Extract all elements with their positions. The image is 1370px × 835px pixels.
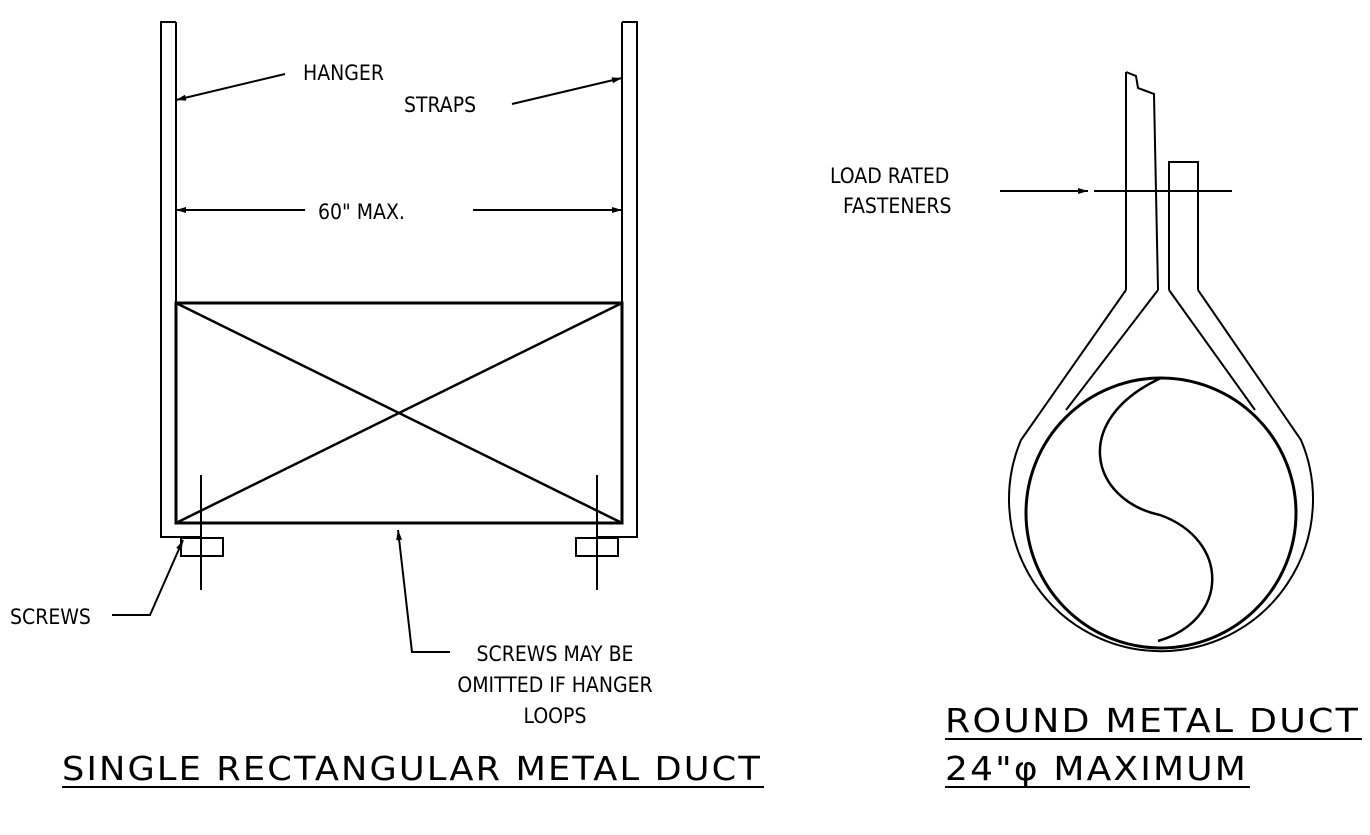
rectangular-duct-detail — [62, 21, 764, 788]
rect-detail-title: SINGLE RECTANGULAR METAL DUCT — [62, 749, 762, 788]
screws-leader — [112, 539, 184, 616]
note-line-3: LOOPS — [524, 704, 587, 728]
round-duct — [1024, 376, 1298, 650]
hanger-loop-outer — [1008, 289, 1314, 653]
round-detail-title-line-2: 24"φ MAXIMUM — [945, 749, 1248, 788]
hanger-loop-inner — [1065, 289, 1256, 411]
fasteners-label: FASTENERS — [843, 194, 952, 218]
note-line-1: SCREWS MAY BE — [477, 642, 634, 666]
duct-seam — [1098, 376, 1214, 643]
straps-leader-right — [511, 77, 623, 105]
rectangular-duct-labels: HANGER STRAPS 60" MAX. SCREWS SCREWS MAY… — [10, 61, 762, 788]
load-rated-label: LOAD RATED — [830, 164, 949, 188]
right-hanger-strap — [597, 21, 638, 538]
note-leader — [396, 529, 450, 653]
right-strap-leg — [1168, 161, 1199, 290]
dimension-label: 60" MAX. — [318, 200, 405, 224]
round-duct-labels: LOAD RATED FASTENERS ROUND METAL DUCT 24… — [830, 164, 1360, 788]
left-strap-leg — [1125, 71, 1159, 291]
straps-label: STRAPS — [404, 93, 476, 117]
screws-label: SCREWS — [10, 605, 91, 629]
round-detail-title-line-1: ROUND METAL DUCT — [945, 701, 1360, 740]
round-duct-detail — [945, 71, 1362, 788]
hanger-label: HANGER — [303, 61, 384, 85]
note-line-2: OMITTED IF HANGER — [457, 673, 652, 697]
hanger-leader-left — [175, 73, 286, 101]
duct-diagonal-2 — [175, 301, 623, 525]
